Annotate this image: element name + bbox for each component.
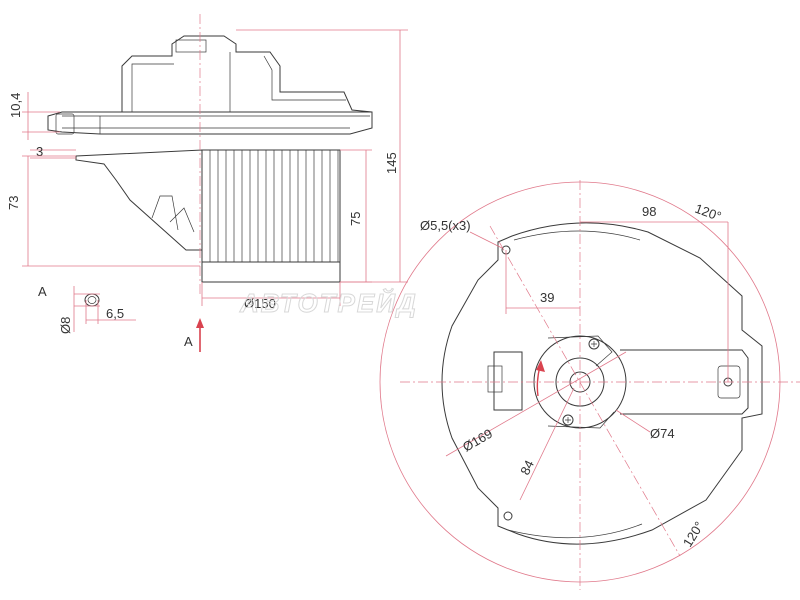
connector-block	[175, 39, 207, 53]
flange-clip	[55, 113, 75, 135]
dim-height-total: 145	[384, 152, 399, 174]
connector-housing	[493, 351, 523, 411]
lower-cone	[75, 149, 203, 251]
hole-axis-line	[489, 225, 681, 557]
dim-pin-diameter: Ø8	[58, 317, 73, 334]
dim-height-wheel: 75	[348, 212, 363, 226]
mount-hole-bottom	[503, 511, 513, 521]
detail-a-label: A	[38, 284, 47, 299]
dim-step: 3	[36, 144, 43, 159]
pin-end	[84, 293, 100, 307]
housing-outline	[441, 222, 763, 545]
detail-a: A Ø8 6,5	[38, 284, 136, 334]
dim-radius-84: 84	[517, 458, 537, 478]
dim-pin-length: 6,5	[106, 306, 124, 321]
dim-height-left: 73	[6, 196, 21, 210]
dim-hub-diameter: Ø74	[650, 426, 675, 441]
dim-offset-39: 39	[540, 290, 554, 305]
motor-arm	[620, 349, 749, 415]
view-arrow-head	[196, 318, 204, 328]
housing-rim	[507, 230, 643, 539]
dim-outer-diameter: Ø169	[460, 426, 495, 455]
dim-wheel-diameter: Ø150	[244, 296, 276, 311]
screw-top	[588, 338, 600, 350]
dim-angle-bottom: 120°	[680, 519, 707, 550]
dim-flange-thickness: 10,4	[8, 93, 23, 118]
fan-blades	[209, 150, 339, 262]
view-arrow: A	[184, 318, 204, 352]
mounting-flange	[47, 111, 373, 135]
connector-terminals	[151, 195, 195, 233]
screw-bottom	[562, 414, 574, 426]
view-arrow-label: A	[184, 334, 193, 349]
watermark: АВТОТРЕЙД	[239, 288, 418, 318]
side-view: 10,4 3 73 75 145 Ø150	[6, 14, 408, 311]
dim-mount-holes: Ø5,5(x3)	[420, 218, 471, 233]
dim-radius-98: 98	[642, 204, 656, 219]
motor-housing	[121, 35, 373, 113]
fan-wheel	[201, 149, 341, 283]
motor-housing-inner	[131, 52, 346, 112]
fan-wheel-ring	[201, 261, 341, 283]
hub-ribs	[547, 335, 615, 429]
top-view: Ø5,5(x3) 98 120° 39 Ø169 Ø74 84 120°	[379, 180, 800, 590]
flange-lines	[62, 115, 370, 134]
